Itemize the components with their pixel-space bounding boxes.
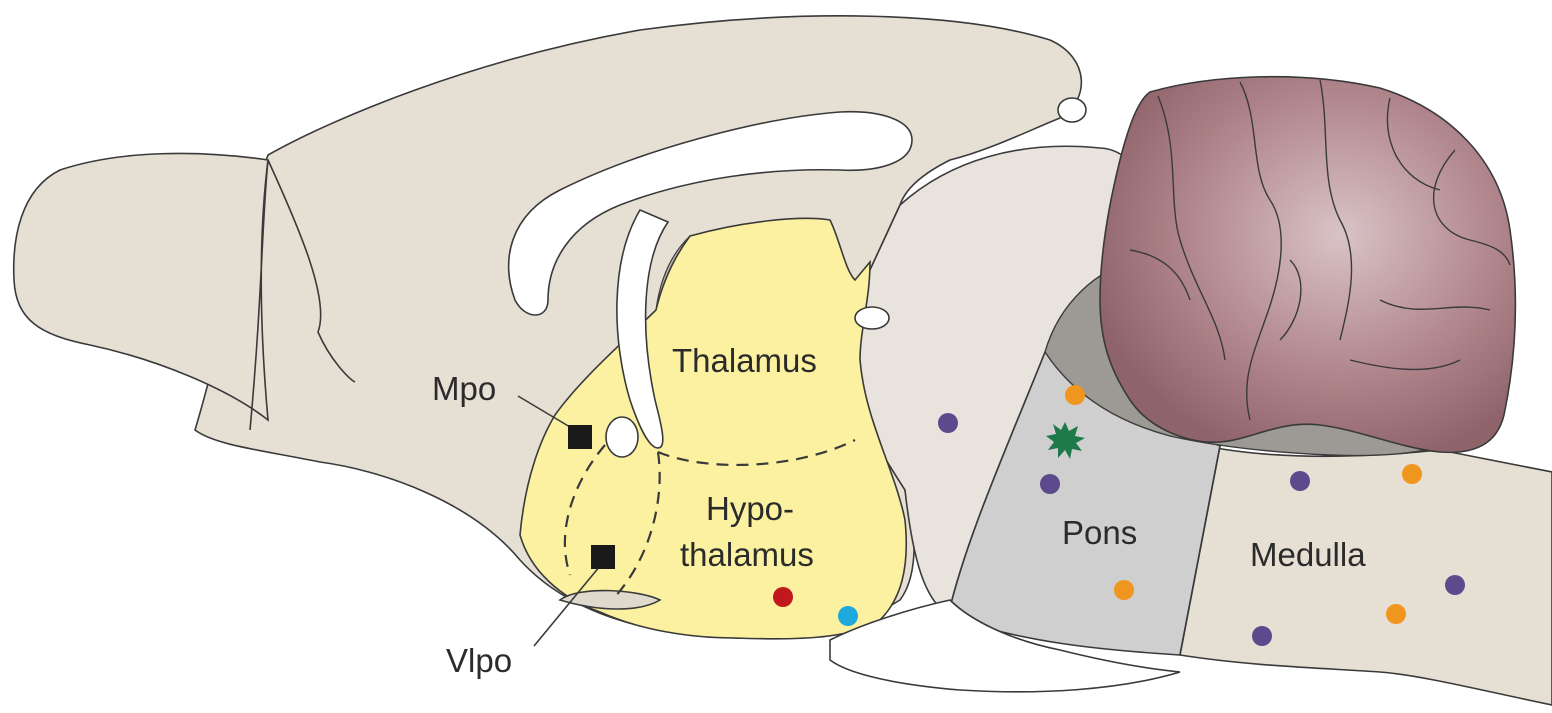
red-dot-hypothalamus xyxy=(773,587,793,607)
mpo-marker xyxy=(568,425,592,449)
orange-dot-medulla-2 xyxy=(1386,604,1406,624)
purple-dot-medulla-1 xyxy=(1290,471,1310,491)
thalamus-label: Thalamus xyxy=(672,342,817,379)
vlpo-label: Vlpo xyxy=(446,642,512,679)
medulla-label: Medulla xyxy=(1250,536,1366,573)
pons-label: Pons xyxy=(1062,514,1137,551)
orange-dot-medulla-1 xyxy=(1402,464,1422,484)
orange-dot-pons-top xyxy=(1065,385,1085,405)
purple-dot-pons xyxy=(1040,474,1060,494)
purple-dot-medulla-3 xyxy=(1252,626,1272,646)
purple-dot-medulla-2 xyxy=(1445,575,1465,595)
vlpo-marker xyxy=(591,545,615,569)
mpo-label: Mpo xyxy=(432,370,496,407)
purple-dot-midbrain xyxy=(938,413,958,433)
anterior-commissure xyxy=(606,417,638,457)
hypothalamus-label-line2: thalamus xyxy=(680,536,814,573)
cyan-dot-hypothalamus xyxy=(838,606,858,626)
pineal-oval xyxy=(1058,98,1086,122)
hypothalamus-label-line1: Hypo- xyxy=(706,490,794,527)
orange-dot-pons-bottom xyxy=(1114,580,1134,600)
olfactory-bulb xyxy=(14,153,268,420)
aqueduct-oval xyxy=(855,307,889,329)
cerebellum xyxy=(1100,77,1515,453)
medulla-region xyxy=(1180,440,1552,705)
